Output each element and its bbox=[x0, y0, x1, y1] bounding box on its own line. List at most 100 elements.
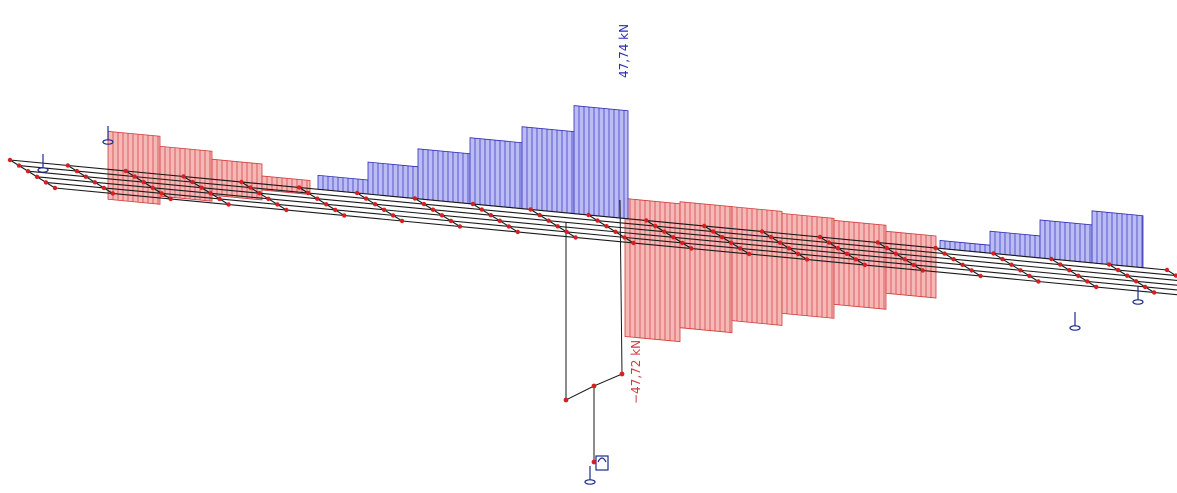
mesh-node bbox=[1151, 290, 1157, 295]
mesh-node bbox=[457, 224, 463, 229]
clamp-arc bbox=[597, 457, 607, 463]
mesh-node bbox=[488, 213, 493, 218]
mesh-node bbox=[150, 185, 155, 190]
mesh-node bbox=[381, 207, 387, 212]
mesh-node bbox=[631, 240, 636, 246]
mesh-node bbox=[1142, 284, 1148, 290]
mesh-node bbox=[604, 224, 609, 229]
negative-band bbox=[107, 130, 161, 175]
mesh-node bbox=[573, 235, 578, 240]
max-value-label: 47,74 kN bbox=[617, 24, 631, 78]
mesh-node bbox=[1018, 268, 1023, 273]
clamp-icon bbox=[595, 455, 609, 471]
mesh-node bbox=[101, 185, 107, 191]
mesh-node bbox=[978, 273, 983, 279]
mesh-node bbox=[363, 196, 369, 201]
mesh-node bbox=[747, 251, 752, 257]
mesh-node bbox=[74, 168, 80, 174]
mesh-node bbox=[181, 174, 186, 179]
mesh-node bbox=[711, 229, 716, 234]
mesh-node bbox=[622, 235, 627, 240]
mesh-node bbox=[412, 196, 418, 201]
mesh-node bbox=[324, 202, 329, 207]
transverse-member bbox=[993, 253, 1039, 282]
mesh-node bbox=[528, 207, 533, 212]
mesh-node bbox=[644, 218, 649, 223]
mesh-node bbox=[25, 169, 31, 174]
mesh-node bbox=[951, 257, 956, 262]
min-value-label: −47,72 kN bbox=[629, 340, 643, 404]
mesh-node bbox=[564, 229, 569, 235]
mesh-node bbox=[933, 245, 938, 251]
mesh-node bbox=[835, 246, 841, 251]
mesh-node bbox=[759, 229, 765, 234]
mesh-node bbox=[34, 174, 40, 179]
mesh-node bbox=[1094, 284, 1099, 290]
mesh-node bbox=[92, 180, 98, 185]
mesh-node bbox=[439, 213, 445, 218]
mesh-node bbox=[266, 196, 271, 201]
support-icon bbox=[1069, 312, 1081, 331]
mesh-node bbox=[239, 179, 244, 185]
mesh-node bbox=[1076, 273, 1081, 278]
column-node bbox=[619, 371, 625, 377]
mesh-node bbox=[65, 163, 71, 168]
transverse-member bbox=[1108, 264, 1155, 293]
mesh-node bbox=[795, 251, 801, 257]
mesh-node bbox=[217, 196, 222, 202]
support-base bbox=[584, 479, 596, 485]
mesh-node bbox=[515, 229, 520, 235]
mesh-node bbox=[862, 262, 868, 268]
mesh-node bbox=[479, 207, 484, 212]
mesh-node bbox=[390, 213, 396, 218]
mesh-node bbox=[702, 223, 707, 229]
support-icon bbox=[102, 126, 114, 145]
mesh-node bbox=[226, 202, 231, 207]
mesh-node bbox=[1106, 262, 1112, 267]
mesh-node bbox=[248, 185, 253, 190]
support-base bbox=[1132, 299, 1144, 305]
transverse-member bbox=[1051, 258, 1097, 288]
positive-band bbox=[417, 148, 471, 205]
positive-shear-diagram bbox=[317, 105, 1144, 269]
mesh-node bbox=[297, 185, 302, 190]
mesh-node bbox=[1067, 268, 1072, 273]
supports bbox=[37, 126, 1144, 485]
mesh-node bbox=[1058, 262, 1063, 267]
mesh-node bbox=[208, 191, 213, 196]
mesh-node bbox=[1173, 273, 1177, 278]
positive-band bbox=[1091, 210, 1144, 269]
mesh-node bbox=[1115, 267, 1121, 273]
mesh-node bbox=[804, 257, 810, 262]
mesh-node bbox=[16, 163, 22, 168]
mesh-node bbox=[52, 185, 58, 191]
column-node bbox=[563, 397, 569, 403]
mesh-node bbox=[613, 229, 618, 234]
mesh-node bbox=[884, 245, 889, 251]
mesh-node bbox=[911, 262, 916, 268]
mesh-node bbox=[768, 234, 774, 240]
mesh-node bbox=[354, 190, 360, 196]
mesh-node bbox=[546, 218, 551, 223]
mesh-node bbox=[942, 251, 947, 256]
positive-band bbox=[1039, 219, 1093, 264]
mesh-node bbox=[893, 251, 898, 256]
mesh-node bbox=[430, 207, 436, 212]
mesh-node bbox=[159, 191, 164, 196]
transverse-member bbox=[67, 165, 114, 194]
mesh-node bbox=[372, 202, 378, 207]
mesh-node bbox=[826, 240, 832, 245]
mesh-node bbox=[470, 201, 475, 207]
mesh-node bbox=[448, 218, 454, 224]
mesh-node bbox=[586, 212, 591, 218]
mesh-node bbox=[1133, 279, 1139, 284]
transverse-member bbox=[9, 159, 56, 189]
column-node bbox=[591, 383, 597, 389]
mesh-node bbox=[689, 246, 694, 251]
mesh-node bbox=[991, 251, 996, 256]
mesh-node bbox=[853, 257, 859, 262]
mesh-node bbox=[123, 168, 128, 174]
mesh-node bbox=[342, 213, 347, 218]
mesh-nodes bbox=[7, 157, 1177, 465]
